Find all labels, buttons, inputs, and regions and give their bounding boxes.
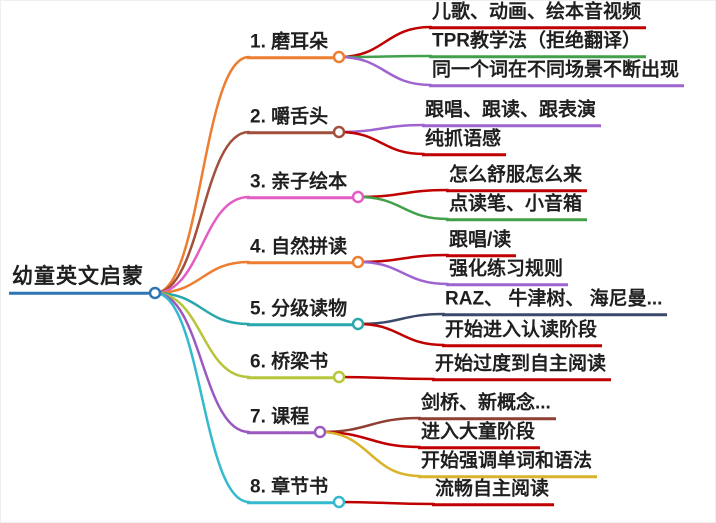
branch-line <box>318 430 422 478</box>
collapse-handle[interactable] <box>332 370 346 384</box>
sub-topic-7-3[interactable]: 开始强调单词和语法 <box>418 448 598 478</box>
branch-line <box>337 25 433 59</box>
branch-line <box>153 291 251 434</box>
main-topic-2[interactable]: 2. 嚼舌头 <box>247 104 334 134</box>
branch-line <box>153 55 251 295</box>
main-topic-3[interactable]: 3. 亲子绘本 <box>247 169 353 199</box>
main-topic-4[interactable]: 4. 自然拼读 <box>247 234 353 264</box>
branch-line <box>356 260 450 286</box>
sub-topic-3-1[interactable]: 怎么舒服怎么来 <box>446 162 588 192</box>
branch-line <box>337 375 436 381</box>
sub-topic-1-3[interactable]: 同一个词在不同场景不断出现 <box>429 57 685 87</box>
main-topic-5[interactable]: 5. 分级读物 <box>247 296 353 326</box>
main-topic-7[interactable]: 7. 课程 <box>247 404 315 434</box>
sub-topic-5-2[interactable]: 开始进入认读阶段 <box>442 317 603 347</box>
sub-topic-4-2[interactable]: 强化练习规则 <box>446 256 569 286</box>
branch-line <box>337 130 426 156</box>
branch-line <box>153 291 251 504</box>
branch-line <box>153 260 251 295</box>
sub-topic-6-1[interactable]: 开始过度到自主阅读 <box>432 351 612 381</box>
branch-line <box>356 188 450 199</box>
branch-line <box>356 312 446 326</box>
main-topic-6[interactable]: 6. 桥梁书 <box>247 349 334 379</box>
collapse-handle[interactable] <box>332 50 346 64</box>
branch-line <box>356 253 450 264</box>
branch-line <box>337 123 426 134</box>
sub-topic-2-2[interactable]: 纯抓语感 <box>422 126 507 156</box>
branch-line <box>337 500 436 506</box>
branch-line <box>153 195 251 295</box>
branch-line <box>337 55 433 87</box>
sub-topic-2-1[interactable]: 跟唱、跟读、跟表演 <box>422 97 602 127</box>
branch-line <box>153 130 251 295</box>
collapse-handle[interactable] <box>351 317 365 331</box>
branch-line <box>356 322 446 347</box>
branch-line <box>356 195 450 221</box>
collapse-handle[interactable] <box>332 495 346 509</box>
collapse-handle[interactable] <box>351 255 365 269</box>
collapse-handle[interactable] <box>351 190 365 204</box>
sub-topic-1-1[interactable]: 儿歌、动画、绘本音视频 <box>429 1 647 29</box>
main-topic-1[interactable]: 1. 磨耳朵 <box>247 29 334 59</box>
sub-topic-3-2[interactable]: 点读笔、小音箱 <box>446 191 588 221</box>
branch-line <box>318 416 422 434</box>
main-topic-8[interactable]: 8. 章节书 <box>247 474 334 504</box>
sub-topic-5-1[interactable]: RAZ、 牛津树、 海尼曼... <box>442 286 668 316</box>
sub-topic-1-2[interactable]: TPR教学法（拒绝翻译） <box>429 28 647 58</box>
branch-line <box>153 291 251 379</box>
root-topic[interactable]: 幼童英文启蒙 <box>9 263 149 295</box>
collapse-handle[interactable] <box>313 425 327 439</box>
collapse-handle[interactable] <box>332 125 346 139</box>
sub-topic-8-1[interactable]: 流畅自主阅读 <box>432 476 555 506</box>
branch-line <box>153 291 251 326</box>
sub-topic-7-2[interactable]: 进入大童阶段 <box>418 419 541 449</box>
sub-topic-7-1[interactable]: 剑桥、新概念... <box>418 390 556 420</box>
collapse-handle[interactable] <box>148 286 162 300</box>
sub-topic-4-1[interactable]: 跟唱/读 <box>446 227 517 257</box>
